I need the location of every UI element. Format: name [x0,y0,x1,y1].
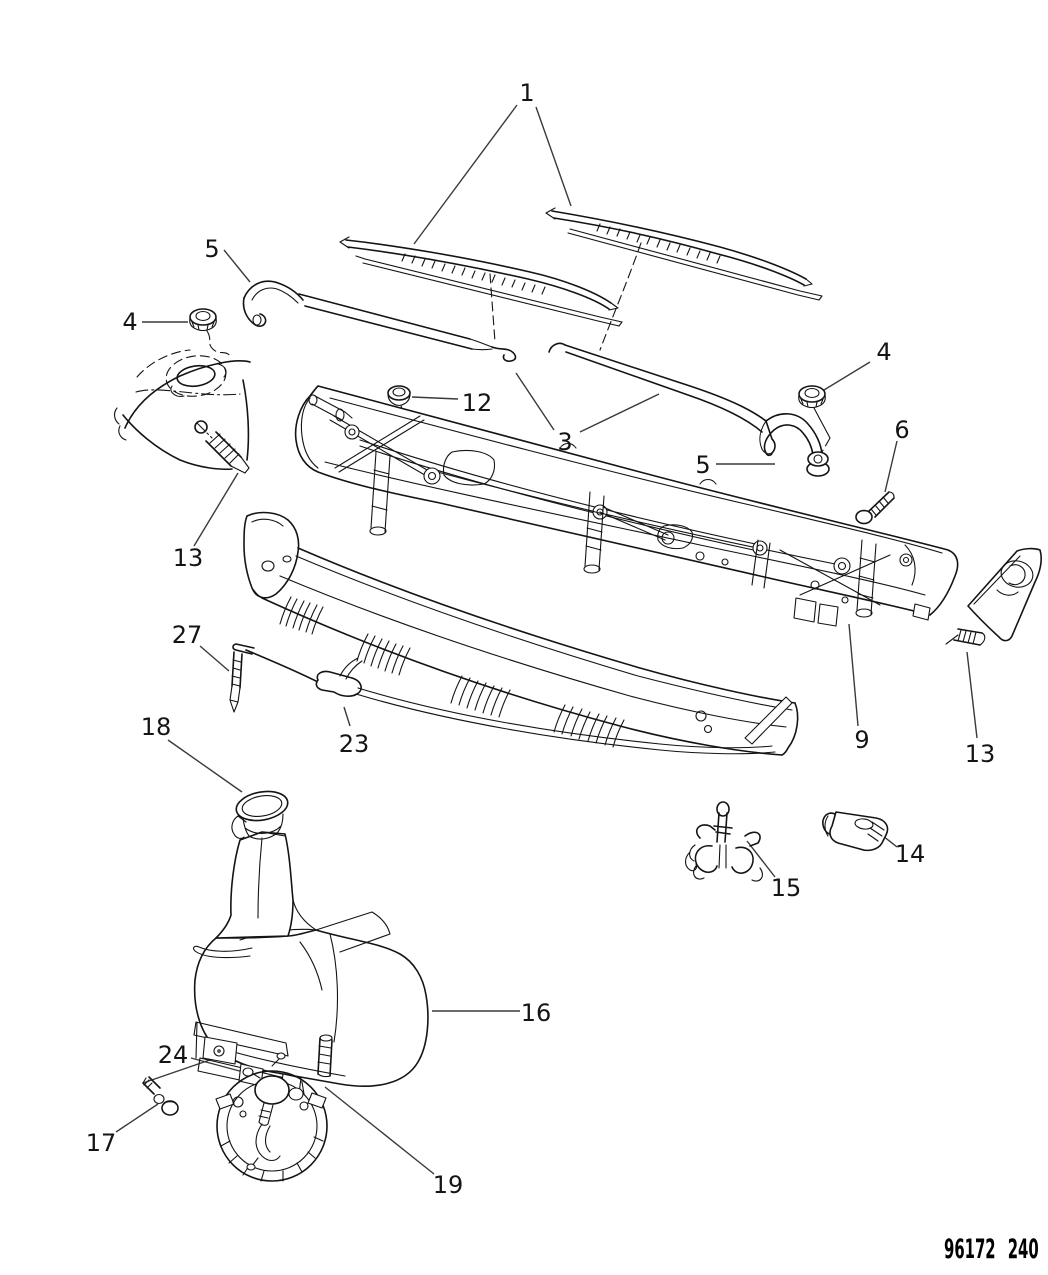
mount-bolt [855,491,895,525]
callout-17: 17 [86,1129,117,1157]
washer-reservoir [193,790,429,1087]
callout-23: 23 [339,730,370,758]
reservoir-cap [231,790,289,839]
fender-shield-left [114,349,251,471]
filler-tube [317,1034,333,1078]
wiper-blade-left [339,236,623,327]
callout-16: 16 [521,999,552,1027]
hose-elbow [229,643,255,713]
callout-5-left: 5 [204,235,219,263]
washer-hose [245,649,776,755]
callout-15: 15 [771,874,802,902]
callout-27: 27 [172,621,203,649]
callout-24: 24 [158,1041,189,1069]
washer-nozzle-right [945,628,986,646]
wiper-arm-left [206,280,517,362]
fender-shield-right [967,547,1042,642]
bracket-screw [142,1076,179,1116]
washer-pump [232,1052,309,1171]
wiper-arm-right [548,342,831,477]
hose-clip-double [684,801,763,882]
drawing-code: 96172 240 [944,1234,1039,1265]
pivot-cap-left [189,308,217,332]
callout-1: 1 [519,79,534,107]
callout-19: 19 [433,1171,464,1199]
drawing-code-sheet: 240 [1008,1234,1039,1265]
callout-13-right: 13 [965,740,996,768]
wiper-blade-right [545,207,823,301]
callout-6: 6 [894,416,909,444]
callout-5-right: 5 [695,451,710,479]
blade-arm-alignment-line-left [489,273,496,343]
callout-18: 18 [141,713,172,741]
u-nut-clip [822,811,889,852]
pivot-nut [387,385,412,438]
callout-4-left: 4 [122,308,137,336]
cowl-panel-upper [294,385,959,627]
reservoir-hose [193,945,253,959]
callout-12: 12 [462,389,493,417]
callouts: 1 5 4 12 3 4 6 5 13 27 18 23 9 13 15 14 … [86,79,996,1199]
callout-3: 3 [557,428,572,456]
pivot-cap-right [798,385,826,409]
washer-nozzle-left [194,420,250,474]
callout-13-left: 13 [173,544,204,572]
drawing-code-number: 96172 [944,1234,996,1265]
callout-4-right: 4 [876,338,891,366]
callout-14: 14 [895,840,926,868]
blade-arm-alignment-line-right [599,242,642,351]
callout-9: 9 [854,726,869,754]
